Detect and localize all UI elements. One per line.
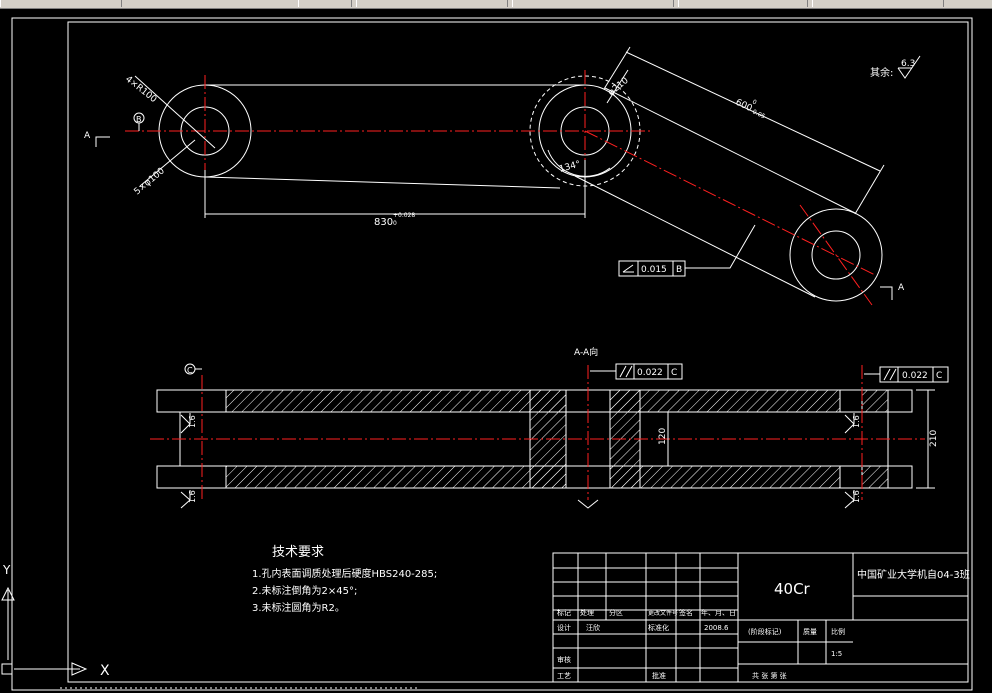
toolbar-segment[interactable]	[678, 0, 808, 7]
angle-arc	[547, 149, 611, 177]
svg-text:设计: 设计	[557, 623, 571, 632]
svg-text:(阶段标记): (阶段标记)	[748, 627, 782, 636]
title-block: 40Cr 中国矿业大学机自04-3班 标记 处理 分区 更改文件号 签名 年、月…	[552, 552, 970, 683]
angularity-icon	[622, 264, 634, 273]
svg-text:5×φ100: 5×φ100	[133, 166, 168, 197]
svg-text:3.未标注圆角为R2。: 3.未标注圆角为R2。	[252, 601, 345, 614]
svg-text:0: 0	[393, 220, 397, 227]
svg-text:A: A	[84, 131, 91, 141]
right-boss-hole	[811, 230, 861, 280]
svg-text:B: B	[136, 115, 142, 124]
svg-text:Y: Y	[2, 563, 11, 577]
roughness-mark-icon: 1.6	[180, 490, 197, 509]
roughness-symbol-icon	[897, 55, 921, 79]
svg-text:4×R100: 4×R100	[123, 74, 158, 105]
svg-text:1.6: 1.6	[188, 490, 197, 503]
parallelism-icon	[619, 365, 633, 378]
center-line	[799, 204, 873, 306]
svg-text:比例: 比例	[831, 627, 845, 636]
svg-text:年、月、日: 年、月、日	[701, 608, 736, 617]
svg-text:2.未标注倒角为2×45°;: 2.未标注倒角为2×45°;	[252, 584, 357, 597]
svg-text:1.孔内表面调质处理后硬度HBS240-285;: 1.孔内表面调质处理后硬度HBS240-285;	[252, 567, 437, 580]
roughness-mark-icon: 1.6	[844, 490, 861, 509]
svg-text:1.6: 1.6	[852, 415, 861, 428]
svg-text:标记: 标记	[557, 608, 571, 617]
right-boss-outer	[789, 208, 883, 302]
svg-text:更改文件号: 更改文件号	[648, 609, 678, 617]
svg-text:签名: 签名	[679, 608, 693, 617]
svg-text:质量: 质量	[803, 627, 817, 636]
svg-text:X: X	[100, 663, 110, 679]
svg-text:汪欣: 汪欣	[586, 623, 600, 632]
svg-text:标准化: 标准化	[648, 623, 669, 632]
svg-text:B: B	[676, 265, 682, 275]
svg-text:0.022: 0.022	[902, 371, 928, 381]
svg-text:技术要求: 技术要求	[272, 545, 324, 560]
top-view: 4×R100 5×φ100 φ210 B A A 830 +0.028 0 60…	[84, 46, 905, 306]
tech-requirements: 技术要求 1.孔内表面调质处理后硬度HBS240-285; 2.未标注倒角为2×…	[252, 545, 437, 614]
svg-text:分区: 分区	[609, 608, 623, 617]
svg-text:审核: 审核	[557, 655, 571, 664]
svg-text:40Cr: 40Cr	[774, 580, 811, 598]
roughness-mark-icon: 1.6	[180, 413, 197, 434]
toolbar-segment[interactable]	[356, 0, 508, 7]
window-toolbar-strip	[0, 0, 992, 9]
svg-text:0.015: 0.015	[641, 265, 667, 275]
side-view: A-A向 C 0.022 C	[150, 346, 949, 509]
toolbar-segment[interactable]	[298, 0, 352, 7]
center-line	[584, 130, 876, 276]
svg-text:1:5: 1:5	[831, 650, 842, 658]
svg-text:中国矿业大学机自04-3班: 中国矿业大学机自04-3班	[857, 568, 970, 581]
toolbar-segment[interactable]	[812, 0, 944, 7]
svg-text:120: 120	[658, 428, 668, 445]
svg-text:其余:: 其余:	[870, 66, 893, 79]
drawing-canvas[interactable]: 其余: 6.3 4×R100 5×φ100 φ210 B	[0, 8, 992, 693]
section-arrow-icon	[95, 136, 110, 147]
svg-text:1.6: 1.6	[188, 415, 197, 428]
ucs-icon: X Y	[1, 563, 110, 679]
svg-text:6.3: 6.3	[901, 59, 915, 69]
svg-text:C: C	[187, 366, 193, 375]
svg-text:+0.028: +0.028	[393, 212, 415, 219]
svg-text:C: C	[671, 368, 677, 378]
svg-text:A-A向: A-A向	[574, 346, 598, 358]
svg-text:批准: 批准	[652, 671, 666, 680]
section-arrow-icon	[880, 286, 893, 300]
svg-text:C: C	[936, 371, 942, 381]
svg-text:210: 210	[929, 430, 939, 447]
svg-text:A: A	[898, 283, 905, 293]
svg-text:1.6: 1.6	[852, 490, 861, 503]
svg-text:0.022: 0.022	[637, 368, 663, 378]
svg-text:工艺: 工艺	[557, 672, 571, 680]
svg-text:-0.05: -0.05	[749, 107, 766, 120]
svg-text:处理: 处理	[580, 608, 594, 617]
svg-text:共 张 第 张: 共 张 第 张	[752, 671, 787, 680]
roughness-note: 其余: 6.3	[870, 55, 921, 79]
roughness-mark-icon: 1.6	[844, 413, 861, 434]
svg-text:2008.6: 2008.6	[704, 624, 729, 632]
svg-text:830: 830	[374, 217, 393, 228]
toolbar-segment[interactable]	[512, 0, 674, 7]
inner-frame	[67, 21, 969, 683]
outer-frame	[11, 17, 973, 691]
svg-text:0: 0	[751, 98, 758, 106]
toolbar-segment[interactable]	[0, 0, 122, 7]
parallelism-icon	[883, 368, 897, 381]
